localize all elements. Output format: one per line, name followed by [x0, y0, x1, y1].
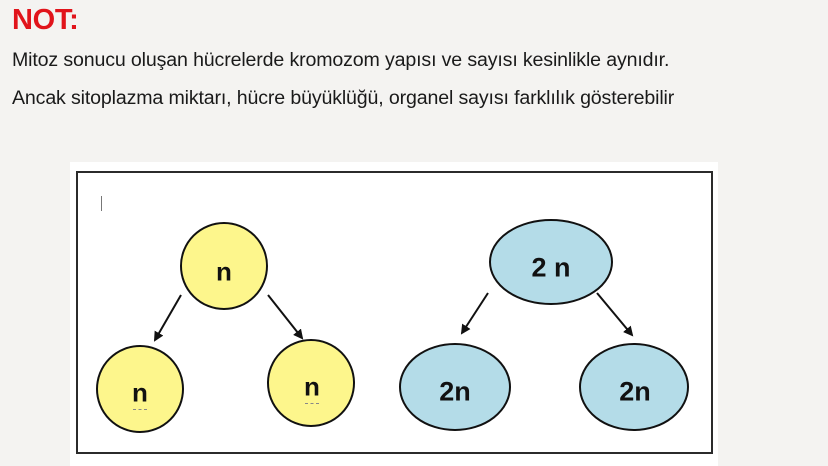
- spellcheck-underline-right: [305, 403, 319, 404]
- diploid-child-cell-right: [579, 343, 689, 431]
- note-title: NOT:: [12, 4, 79, 36]
- haploid-parent-label: n: [216, 256, 232, 287]
- diploid-child-cell-left: [399, 343, 511, 431]
- text-cursor-mark: [101, 196, 102, 211]
- arrow-left-diploid: [460, 292, 489, 335]
- haploid-child-left-label: n: [132, 377, 148, 408]
- diploid-child-left-label: 2n: [439, 376, 471, 407]
- spellcheck-underline-left: [133, 409, 147, 410]
- haploid-tree: [96, 222, 355, 433]
- diploid-parent-label: 2 n: [531, 252, 571, 283]
- haploid-child-cell-right: [267, 339, 355, 427]
- arrow-right-diploid: [596, 292, 634, 337]
- diploid-tree: [399, 219, 689, 431]
- arrow-left-haploid: [153, 294, 182, 342]
- haploid-parent-cell: [180, 222, 268, 310]
- note-line-2: Ancak sitoplazma miktarı, hücre büyüklüğ…: [12, 87, 675, 109]
- haploid-child-right-label: n: [304, 371, 320, 402]
- diploid-parent-cell: [489, 219, 613, 305]
- diploid-child-right-label: 2n: [619, 376, 651, 407]
- note-line-1: Mitoz sonucu oluşan hücrelerde kromozom …: [12, 49, 670, 71]
- arrow-right-haploid: [267, 294, 304, 340]
- haploid-child-cell-left: [96, 345, 184, 433]
